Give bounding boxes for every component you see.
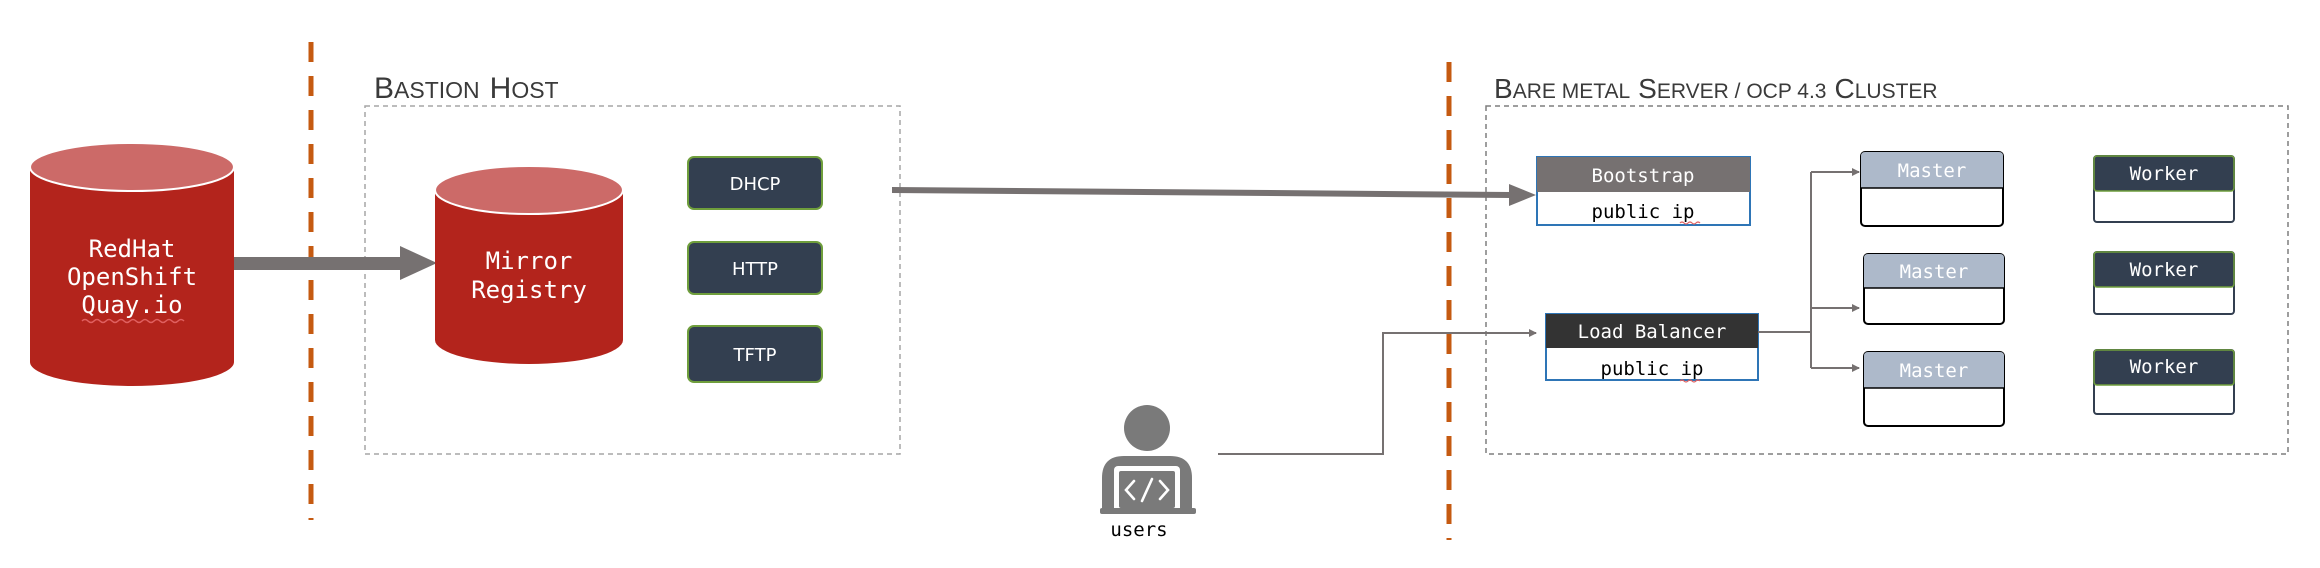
load-balancer-label: Load Balancer — [1578, 321, 1727, 343]
bootstrap-label: Bootstrap — [1592, 165, 1695, 187]
service-dhcp: DHCP — [687, 156, 823, 210]
user-developer-icon — [1100, 405, 1196, 514]
bastion-to-bootstrap-arrow — [892, 184, 1536, 206]
quay-label-line1: RedHat — [89, 235, 176, 263]
master-node-3-label: Master — [1900, 360, 1969, 382]
mirror-registry-database: Mirror Registry — [434, 165, 624, 364]
worker-node-3: Worker — [2093, 349, 2235, 415]
worker-node-1-label: Worker — [2130, 163, 2199, 185]
service-http-label: HTTP — [732, 259, 778, 280]
quay-to-mirror-arrow — [234, 246, 437, 280]
bootstrap-ip: public ip — [1592, 201, 1695, 223]
master-node-2-label: Master — [1900, 261, 1969, 283]
master-node-1-label: Master — [1898, 160, 1967, 182]
quay-database: RedHat OpenShift Quay.io — [29, 142, 235, 386]
quay-label-line2: OpenShift — [67, 263, 197, 291]
cluster-group — [1485, 105, 2289, 455]
load-balancer-ip: public ip — [1601, 358, 1704, 380]
master-node-3: Master — [1863, 351, 2005, 427]
mirror-registry-label-line1: Mirror — [486, 247, 573, 275]
lb-to-masters-connector — [1758, 168, 1860, 372]
service-tftp: TFTP — [687, 325, 823, 383]
worker-node-1: Worker — [2093, 155, 2235, 223]
master-node-1: Master — [1860, 151, 2004, 227]
mirror-registry-label-line2: Registry — [471, 276, 587, 304]
load-balancer-node: Load Balancer public ip — [1545, 313, 1759, 383]
worker-node-3-label: Worker — [2130, 356, 2199, 378]
service-tftp-label: TFTP — [733, 345, 777, 366]
master-node-2: Master — [1863, 253, 2005, 325]
bootstrap-node: Bootstrap public ip — [1536, 156, 1751, 226]
worker-node-2: Worker — [2093, 251, 2235, 315]
quay-label-line3: Quay.io — [81, 291, 182, 319]
service-dhcp-label: DHCP — [730, 174, 781, 195]
users-label: users — [1110, 519, 1167, 541]
service-http: HTTP — [687, 241, 823, 295]
worker-node-2-label: Worker — [2130, 259, 2199, 281]
users-to-lb-connector — [1218, 329, 1537, 455]
